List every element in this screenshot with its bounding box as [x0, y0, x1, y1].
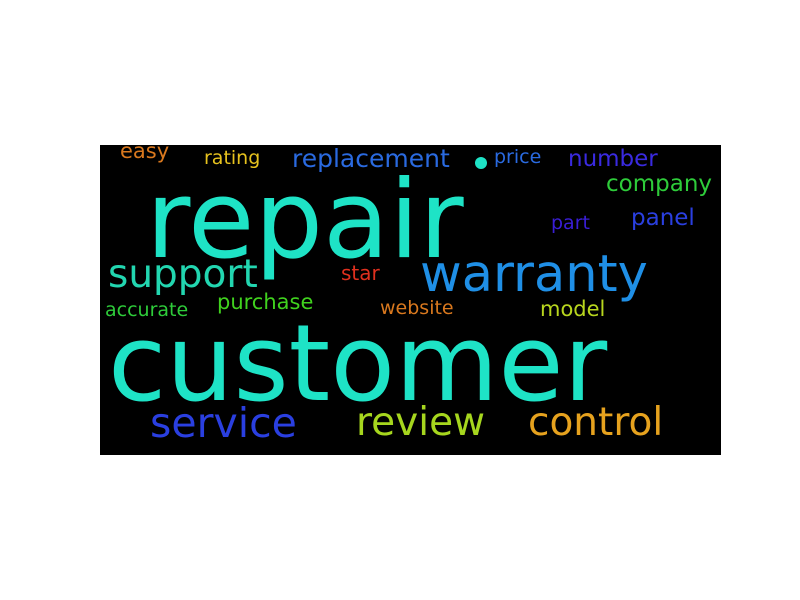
word-easy: easy	[120, 145, 170, 163]
word-warranty: warranty	[420, 245, 648, 304]
word-company: company	[606, 171, 713, 197]
dot-mark	[475, 157, 487, 169]
word-price: price	[494, 146, 542, 168]
word-cloud: easy rating replacement price number com…	[100, 145, 721, 455]
word-review: review	[356, 400, 485, 445]
word-repair: repair	[146, 158, 464, 283]
word-part: part	[551, 212, 590, 234]
word-model: model	[540, 297, 606, 321]
word-control: control	[528, 400, 664, 445]
word-number: number	[568, 146, 658, 172]
word-purchase: purchase	[217, 290, 314, 314]
word-website: website	[380, 297, 454, 319]
word-accurate: accurate	[105, 299, 189, 321]
word-support: support	[108, 252, 258, 297]
word-panel: panel	[631, 205, 695, 231]
word-star: star	[341, 261, 380, 285]
word-service: service	[150, 399, 297, 447]
word-customer: customer	[108, 302, 608, 425]
word-replacement: replacement	[292, 145, 450, 173]
word-rating: rating	[204, 147, 261, 169]
